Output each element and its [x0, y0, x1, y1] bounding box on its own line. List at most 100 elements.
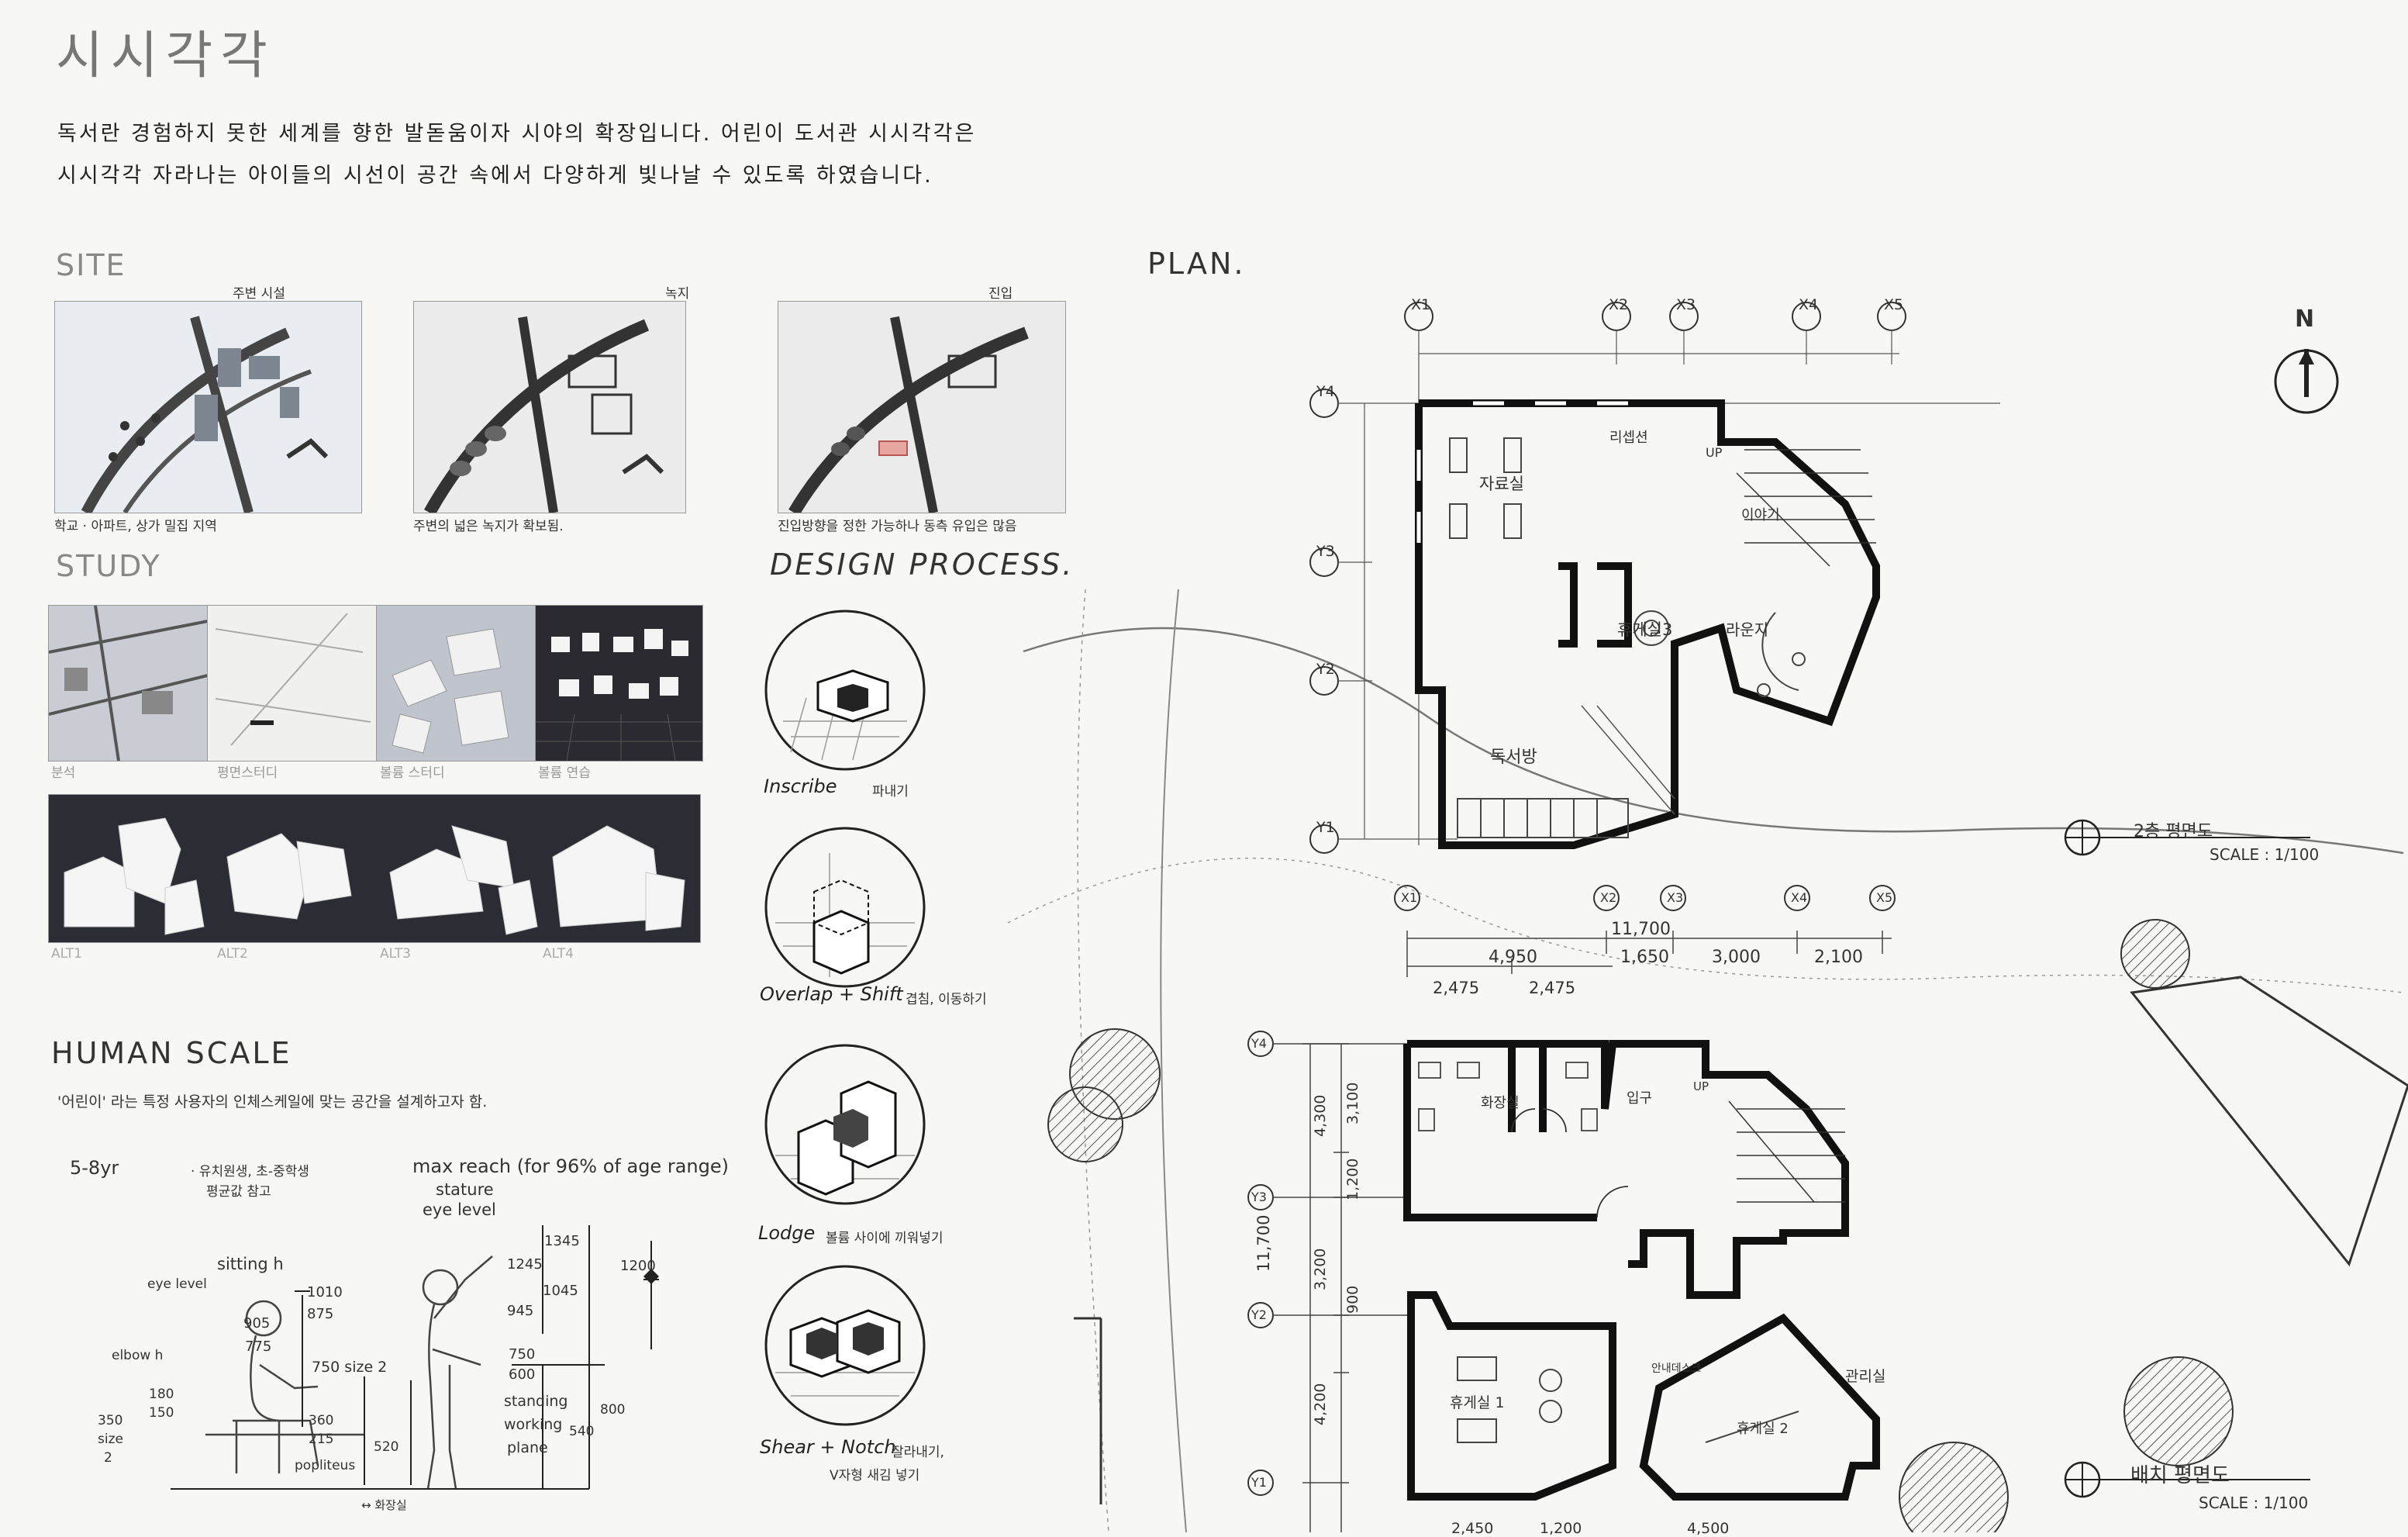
intro-line-1: 독서란 경험하지 못한 세계를 향한 발돋움이자 시야의 확장입니다. 어린이 …	[57, 122, 977, 146]
hs-dim-520: 520	[374, 1439, 399, 1455]
hs-dim-1200: 1200	[620, 1258, 656, 1274]
upper-grid-x4: X4	[1799, 296, 1819, 313]
design-process-heading: DESIGN PROCESS.	[770, 547, 1075, 582]
study-model-1: ALT1	[51, 946, 82, 962]
process-step-inscribe	[764, 610, 926, 771]
lower-dim-vert-total: 11,700	[1254, 1214, 1273, 1272]
hs-eye-level-left: eye level	[147, 1276, 207, 1292]
lower-dim-v3: 1,200	[1344, 1158, 1361, 1200]
site-map-1-label: 주변 시설	[233, 286, 285, 302]
site-map-3-label: 진입	[988, 286, 1013, 302]
lower-dim-v4: 3,200	[1312, 1248, 1329, 1290]
seated-child	[205, 1300, 364, 1473]
upper-floor-plan	[1309, 302, 2000, 854]
study-photo-2	[207, 605, 378, 762]
hs-dim-215: 215	[309, 1432, 334, 1447]
study-photo-3	[376, 605, 536, 762]
process-step-4-label: Shear + Notch	[760, 1436, 896, 1458]
lower-dim-sub-1: 2,475	[1433, 979, 1480, 997]
hs-dim-750: 750	[509, 1346, 536, 1363]
hs-dim-1010: 1010	[307, 1284, 343, 1300]
lower-grid-x1: X1	[1401, 890, 1418, 905]
process-step-1-sub: 파내기	[872, 784, 909, 800]
hs-dim-360: 360	[309, 1413, 334, 1428]
hs-stature: stature	[436, 1180, 494, 1199]
hs-dim-905: 905	[243, 1315, 271, 1331]
room-reading: 독서방	[1490, 748, 1537, 767]
upper-grid-x5: X5	[1884, 296, 1904, 313]
room-rest1: 휴게실 1	[1450, 1394, 1505, 1411]
hs-dim-size: size	[98, 1432, 123, 1447]
upper-grid-x3: X3	[1676, 296, 1696, 313]
hs-size2: 750 size 2	[312, 1359, 388, 1376]
study-model-3: ALT3	[380, 946, 411, 962]
site-map-3	[778, 301, 1066, 513]
human-scale-figure	[171, 1225, 659, 1490]
study-photo-1	[48, 605, 209, 762]
standing-child	[422, 1256, 493, 1490]
site-heading: SITE	[56, 248, 126, 282]
lower-dim-seg-4: 2,100	[1814, 948, 1863, 967]
human-scale-heading: HUMAN SCALE	[51, 1036, 292, 1070]
lower-dim-v1: 4,300	[1312, 1094, 1329, 1137]
hs-dim-945: 945	[507, 1303, 534, 1319]
lower-grid-y2: Y2	[1251, 1307, 1267, 1322]
lower-up-label: UP	[1693, 1079, 1709, 1093]
lower-scale-title: 배치 평면도	[2130, 1464, 2230, 1487]
north-arrow-icon	[2274, 349, 2339, 414]
room-entry: 입구	[1627, 1090, 1653, 1107]
process-step-4-sub: 잘라내기,	[892, 1445, 944, 1460]
process-step-lodge	[764, 1044, 926, 1205]
study-photo-1-caption: 분석	[51, 765, 76, 781]
room-office: 관리실	[1845, 1368, 1886, 1385]
study-heading: STUDY	[56, 549, 161, 583]
upper-scale-value: SCALE : 1/100	[2210, 845, 2320, 864]
lower-dim-seg-2: 1,650	[1620, 948, 1669, 967]
upper-grid-y3: Y3	[1316, 543, 1335, 560]
hs-dim-1345: 1345	[544, 1233, 580, 1249]
study-photo-4	[535, 605, 703, 762]
study-photo-3-caption: 볼륨 스터디	[380, 765, 445, 781]
upper-grid-y4: Y4	[1316, 383, 1335, 400]
lower-grid-x2: X2	[1600, 890, 1617, 905]
study-models-strip	[48, 794, 701, 943]
lower-grid-y3: Y3	[1251, 1190, 1267, 1204]
hs-max-reach: max reach (for 96% of age range)	[412, 1155, 729, 1177]
upper-grid-x1: X1	[1411, 296, 1431, 313]
plan-heading: PLAN.	[1147, 247, 1246, 281]
study-model-4: ALT4	[543, 946, 574, 962]
lower-scale-value: SCALE : 1/100	[2199, 1494, 2309, 1512]
process-step-3-sub: 볼륨 사이에 끼워넣기	[826, 1231, 944, 1246]
lower-dim-total: 11,700	[1611, 920, 1671, 939]
room-rest2: 휴게실 2	[1737, 1421, 1789, 1437]
lower-floor-plan	[1247, 885, 1896, 1532]
room-lounge: 라운지	[1726, 620, 1769, 639]
intro-line-2: 시시각각 자라나는 아이들의 시선이 공간 속에서 다양하게 빛나날 수 있도록…	[57, 164, 933, 188]
hs-note-2: 평균값 참고	[206, 1184, 271, 1200]
study-photo-4-caption: 볼륨 연습	[538, 765, 591, 781]
upper-grid-x2: X2	[1609, 296, 1629, 313]
lower-dim-bottom-2: 1,200	[1540, 1520, 1582, 1537]
process-step-shear-notch	[764, 1265, 926, 1426]
site-map-3-caption: 진입방향을 정한 가능하나 동측 유입은 많음	[778, 519, 1017, 534]
hs-elbow-h: elbow h	[112, 1348, 164, 1363]
hs-working: working	[504, 1416, 563, 1433]
hs-popliteus: popliteus	[295, 1458, 356, 1473]
site-map-2	[413, 301, 686, 513]
human-scale-desc: '어린이' 라는 특정 사용자의 인체스케일에 맞는 공간을 설계하고자 함.	[57, 1093, 488, 1110]
hs-dim-800: 800	[600, 1402, 626, 1418]
hs-dim-600: 600	[509, 1366, 536, 1383]
site-map-2-caption: 주변의 넓은 녹지가 확보됨.	[413, 519, 564, 534]
hs-standing: standing	[504, 1393, 568, 1410]
process-step-2-label: Overlap + Shift	[760, 983, 903, 1005]
upper-grid-y2: Y2	[1316, 661, 1335, 678]
hs-dim-180: 180	[149, 1387, 174, 1402]
lower-dim-bottom-3: 4,500	[1687, 1520, 1730, 1537]
hs-sitting-h: sitting h	[217, 1255, 284, 1273]
design-process-diagrams	[764, 610, 926, 1426]
room-story: 이야기	[1741, 507, 1780, 523]
hs-dim-150: 150	[149, 1405, 174, 1421]
hs-dim-875: 875	[307, 1306, 334, 1322]
process-step-4-sub2: V자형 새김 넣기	[830, 1468, 920, 1483]
lower-dim-v2: 3,100	[1344, 1082, 1361, 1124]
